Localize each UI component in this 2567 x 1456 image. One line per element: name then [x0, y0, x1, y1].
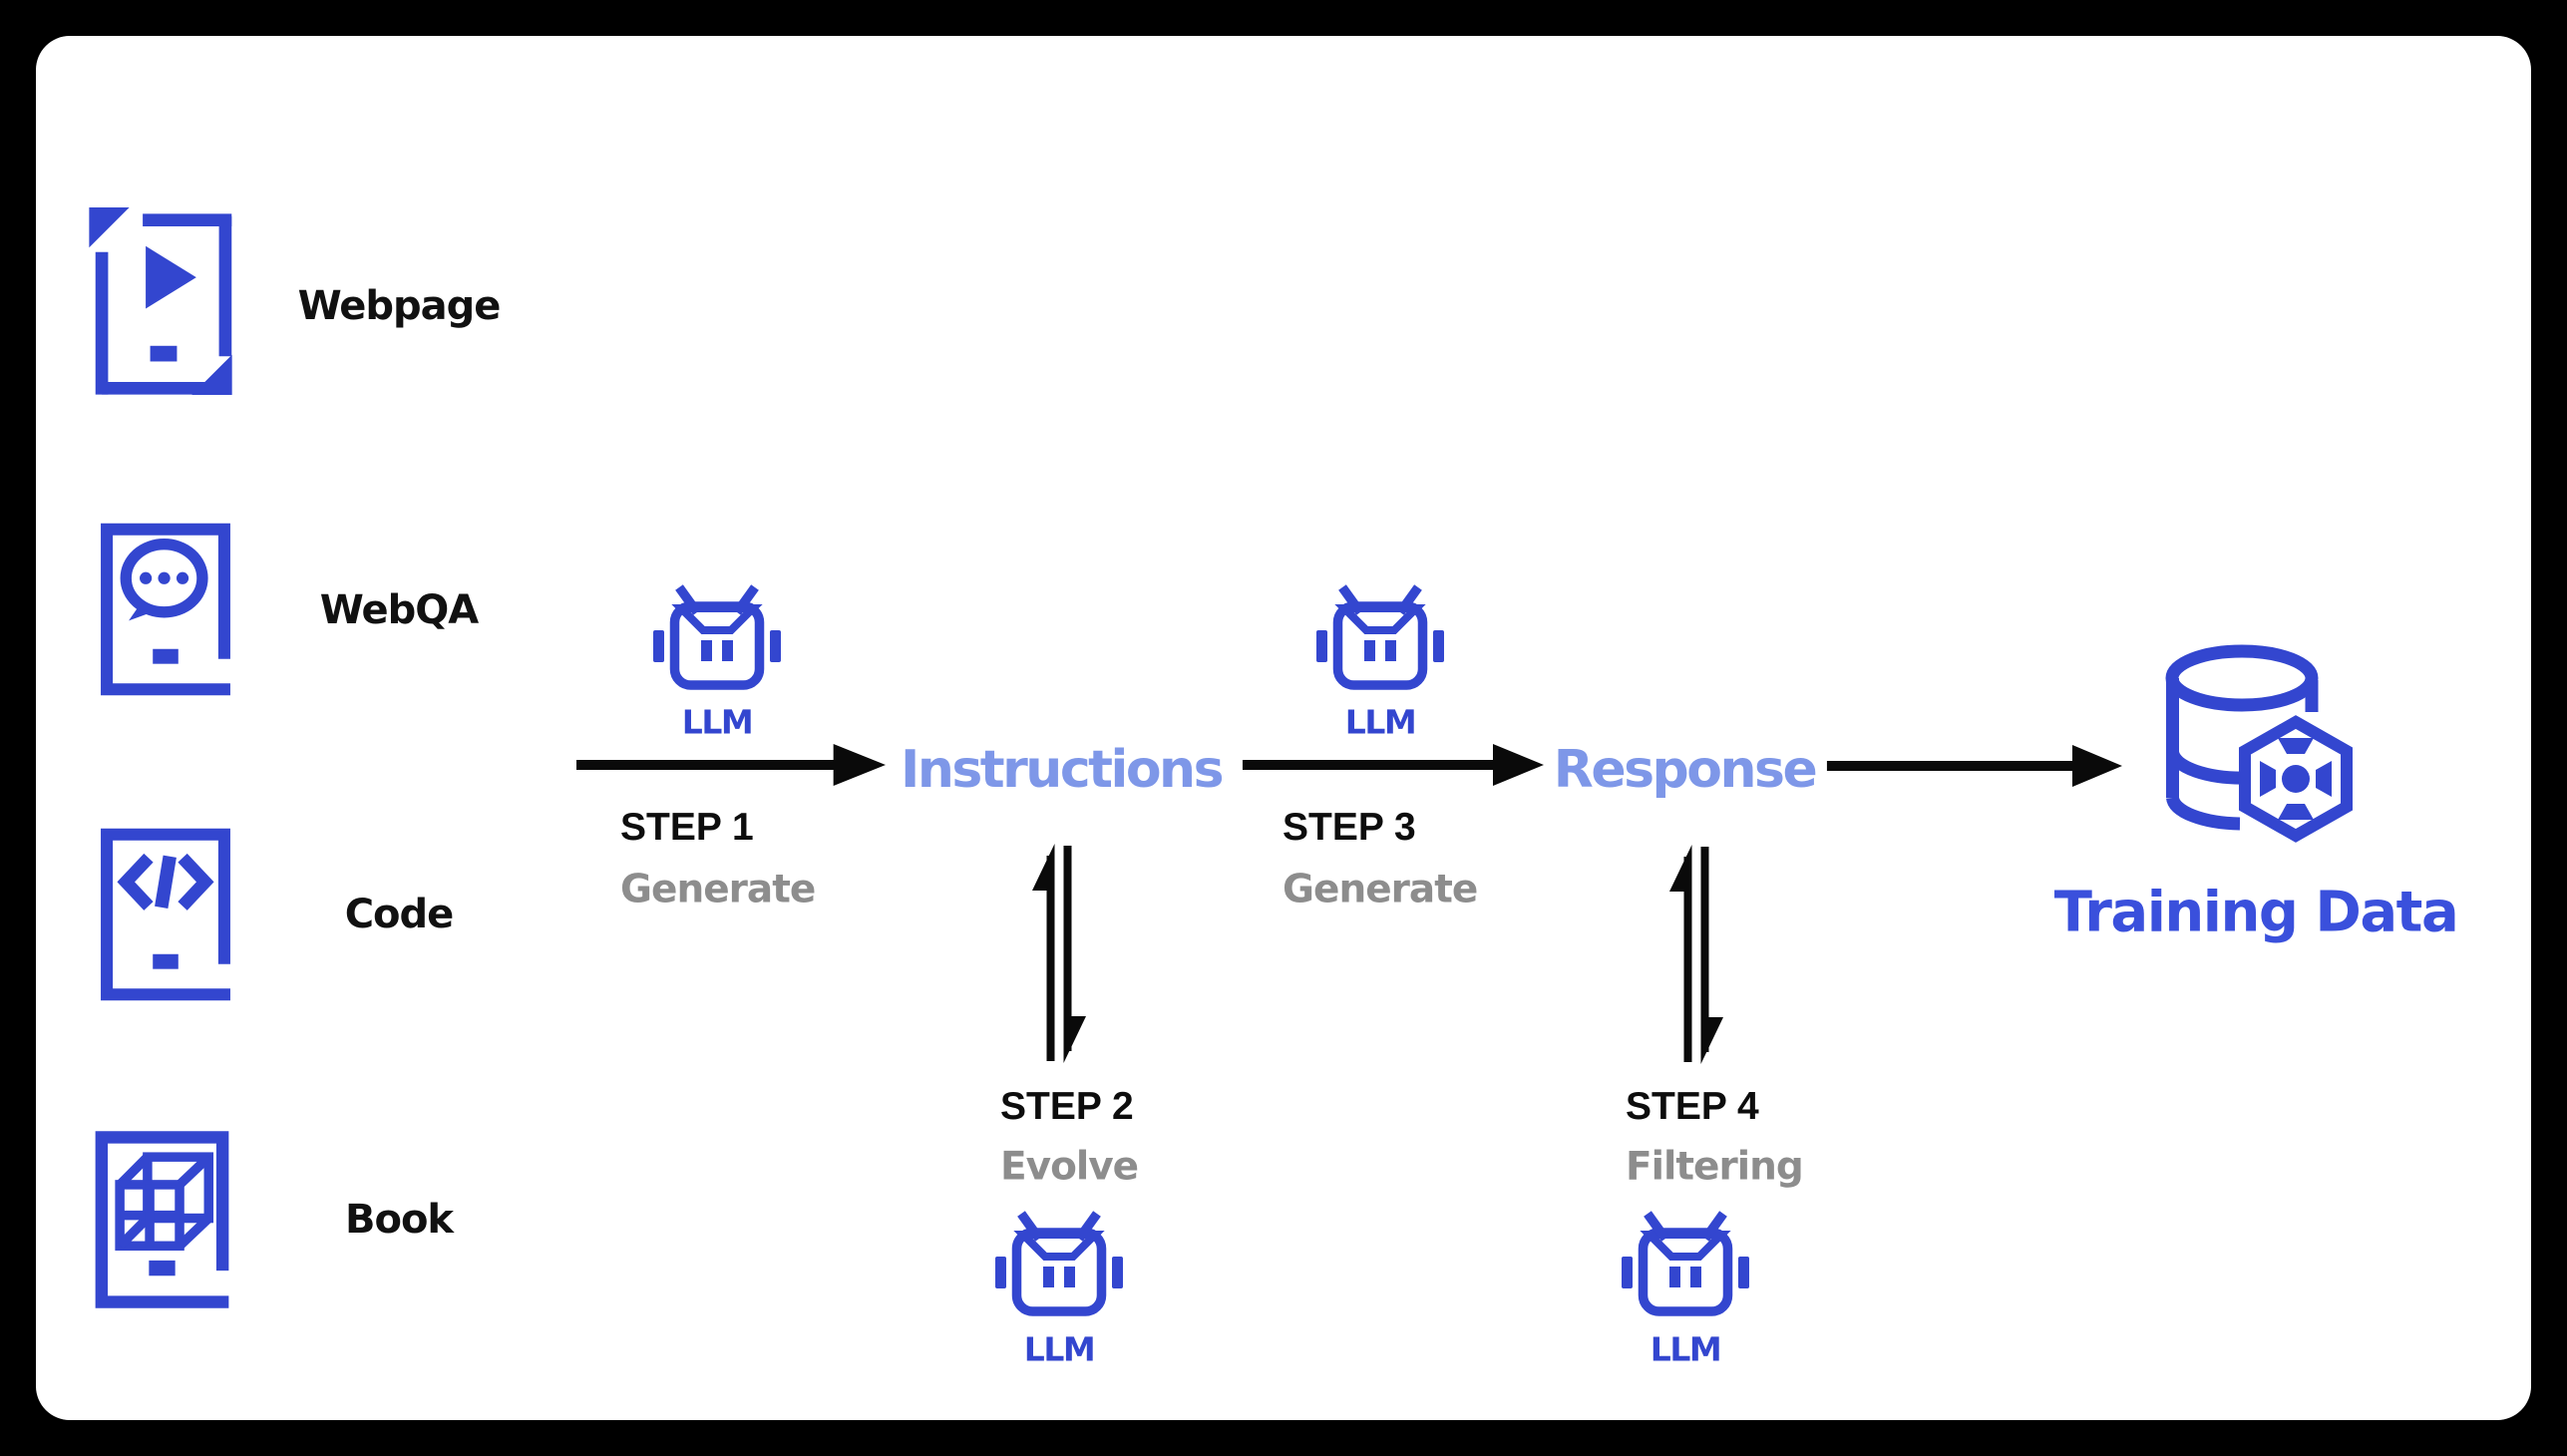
training-data-label: Training Data	[2053, 880, 2459, 945]
database-icon	[2165, 644, 2353, 843]
flow-arrow-step1-icon	[576, 744, 886, 786]
source-label-code: Code	[344, 892, 455, 937]
exchange-arrows-step2-icon	[1032, 844, 1086, 1063]
response-node: Response	[1553, 740, 1818, 800]
llm-robot-icon-step3	[1316, 584, 1444, 690]
llm-robot-icon-step2	[995, 1211, 1123, 1316]
hex-node-icon	[2239, 715, 2353, 843]
book-document-icon	[95, 1131, 229, 1308]
code-document-icon	[101, 828, 230, 1001]
llm-agent-label-step4: LLM	[1650, 1329, 1722, 1369]
step4-title: STEP 4	[1626, 1085, 1759, 1128]
diagram-canvas	[36, 36, 2531, 1420]
llm-agent-label-step3: LLM	[1344, 702, 1417, 742]
step2-title: STEP 2	[1000, 1085, 1134, 1128]
llm-robot-icon-step1	[653, 584, 781, 690]
step3-title: STEP 3	[1283, 806, 1416, 849]
code-brackets-icon	[117, 853, 214, 910]
llm-agent-label-step2: LLM	[1023, 1329, 1096, 1369]
flow-arrow-step3-icon	[1242, 744, 1544, 786]
chat-bubble-icon	[120, 539, 208, 621]
webqa-document-icon	[101, 523, 230, 696]
cube-icon	[115, 1152, 214, 1252]
source-label-book: Book	[344, 1197, 454, 1243]
webpage-document-icon	[89, 207, 232, 396]
instructions-node: Instructions	[900, 740, 1225, 800]
exchange-arrows-step4-icon	[1669, 845, 1723, 1064]
source-label-webqa: WebQA	[319, 587, 479, 633]
llm-agent-label-step1: LLM	[681, 702, 754, 742]
step2-action: Evolve	[1000, 1144, 1139, 1190]
play-icon	[146, 245, 196, 309]
step4-action: Filtering	[1626, 1144, 1804, 1190]
step3-action: Generate	[1283, 867, 1478, 912]
source-label-webpage: Webpage	[297, 283, 502, 329]
flow-arrow-output-icon	[1826, 745, 2122, 787]
step1-action: Generate	[620, 867, 816, 912]
llm-robot-icon-step4	[1622, 1211, 1749, 1316]
step1-title: STEP 1	[620, 806, 754, 849]
